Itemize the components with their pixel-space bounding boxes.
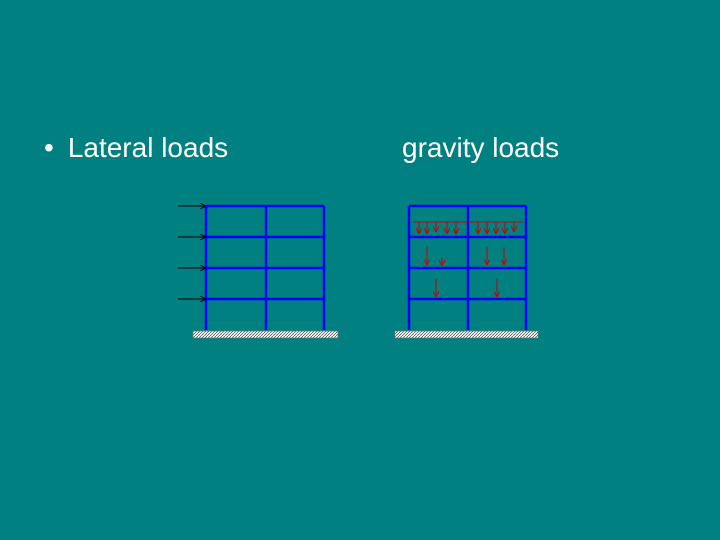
ground-hatch (192, 330, 339, 339)
gravity-loads-label: gravity loads (402, 132, 560, 163)
lateral-frame (178, 206, 339, 339)
bullet-icon: • (44, 132, 54, 163)
lateral-loads-text: Lateral loads (67, 132, 229, 163)
lateral-loads-label: • Lateral loads (44, 132, 228, 164)
gravity-frame (394, 204, 539, 339)
ground-hatch (394, 330, 539, 339)
